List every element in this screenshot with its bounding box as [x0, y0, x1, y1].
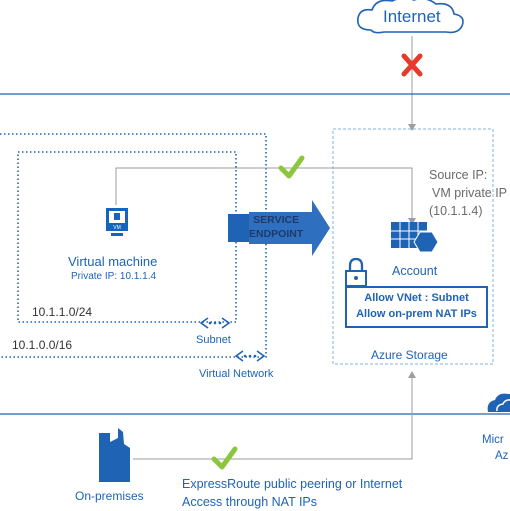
- expressroute-line1: ExpressRoute public peering or Internet: [182, 477, 403, 491]
- onprem-to-storage-line: [133, 375, 413, 460]
- network-rule: Allow VNet : Subnet: [364, 292, 469, 304]
- internet-cloud-icon: [356, 0, 464, 34]
- lock-icon: [345, 257, 367, 287]
- vm-to-storage-line: [115, 167, 413, 222]
- building-icon: [99, 428, 130, 482]
- expressroute-label: ExpressRoute public peering or Internet …: [182, 475, 402, 511]
- vnet-cidr: 10.1.0.0/16: [12, 338, 73, 352]
- virtual-network-box: [0, 133, 267, 358]
- azure-storage-label: Azure Storage: [371, 348, 448, 362]
- storage-table-icon: [391, 222, 439, 253]
- vnet-label: Virtual Network: [199, 368, 274, 380]
- storage-account-label: Account: [392, 264, 438, 278]
- source-ip-line1: Source IP:: [429, 168, 488, 182]
- vm-title: Virtual machine: [68, 254, 158, 269]
- blocked-x-icon: [401, 53, 423, 77]
- check-icon: [278, 155, 305, 179]
- on-premises-label: On-premises: [75, 489, 144, 503]
- vm-icon: VM: [106, 208, 128, 236]
- vm-private-ip: Private IP: 10.1.1.4: [71, 271, 157, 282]
- azure-cloud-icon: [487, 393, 510, 412]
- vnet-ellipsis-connector-icon: [234, 350, 266, 362]
- internet-label: Internet: [383, 7, 441, 26]
- subnet-box: [17, 151, 237, 323]
- subnet-cidr: 10.1.1.0/24: [32, 305, 93, 319]
- microsoft-cloud-line1: Micr: [482, 434, 504, 446]
- vm-storage-arrowhead: [408, 218, 416, 225]
- network-rules-box: Allow VNet : Subnet Allow on-prem NAT IP…: [345, 286, 488, 328]
- microsoft-cloud-label: Micr Az: [482, 432, 508, 464]
- service-endpoint-arrow-icon: [249, 200, 330, 256]
- subnet-label: Subnet: [196, 334, 231, 346]
- service-endpoint-line2: ENDPOINT: [249, 228, 304, 240]
- network-rule: Allow on-prem NAT IPs: [356, 308, 477, 320]
- subnet-ellipsis-connector-icon: [199, 317, 231, 329]
- expressroute-line2: Access through NAT IPs: [182, 495, 318, 509]
- vm-badge: VM: [113, 225, 121, 231]
- onprem-check-icon: [211, 446, 238, 470]
- azure-storage-box: [332, 128, 494, 365]
- service-endpoint-label: SERVICE ENDPOINT: [249, 213, 303, 241]
- service-endpoint-block: [228, 214, 249, 242]
- service-endpoint-line1: SERVICE: [253, 214, 300, 226]
- source-ip-line2: VM private IP: [432, 186, 508, 200]
- onprem-storage-arrowhead: [408, 371, 416, 378]
- internet-arrowhead: [408, 124, 416, 131]
- source-ip-note: Source IP: VM private IP (10.1.1.4): [429, 166, 507, 220]
- microsoft-cloud-line2: Az: [495, 450, 509, 462]
- source-ip-line3: (10.1.1.4): [429, 204, 483, 218]
